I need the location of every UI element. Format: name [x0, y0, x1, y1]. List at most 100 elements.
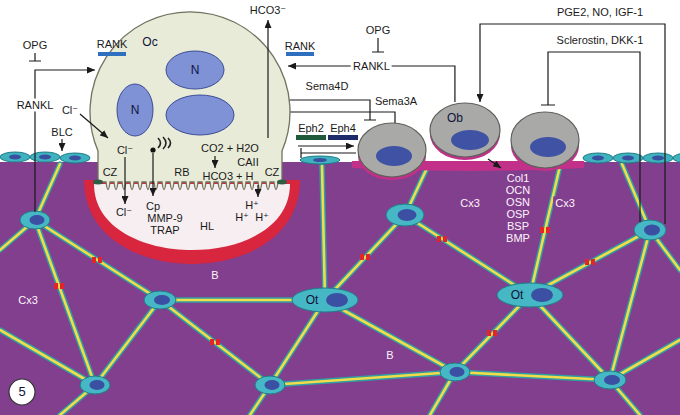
gap-junction — [366, 254, 370, 260]
canaliculus — [270, 300, 325, 385]
resorption-lacuna — [84, 180, 300, 264]
gap-junction — [98, 257, 102, 263]
gap-junction — [493, 330, 497, 336]
reaction-label: HCO3 + H — [202, 170, 253, 183]
zone-label: CZ — [265, 166, 280, 179]
clear-zone — [93, 180, 103, 185]
osteocyte-cell — [255, 376, 285, 394]
cell-label: BLC — [51, 126, 72, 139]
osteocyte-cell — [80, 376, 110, 394]
nucleus-shape — [117, 84, 153, 136]
canaliculus — [325, 215, 405, 300]
osteoblast-cell-shape — [430, 103, 500, 157]
canaliculus — [0, 164, 680, 415]
node-label: Ot — [306, 293, 319, 307]
transport-arrow — [214, 156, 215, 168]
transport-arrow — [124, 157, 125, 204]
bone-matrix — [0, 162, 680, 415]
canaliculus — [455, 372, 610, 380]
gap-junction — [585, 259, 589, 265]
receptor-label: Eph4 — [330, 122, 356, 135]
canaliculus — [530, 295, 610, 380]
canaliculus — [322, 166, 325, 300]
osteoblast-cell — [376, 146, 412, 166]
gap-junction — [54, 227, 595, 345]
nucleus: N — [116, 83, 154, 137]
lining-cell-nucleus — [622, 156, 634, 161]
osteocyte-cell — [594, 371, 626, 389]
osteocyte-cell: Ot — [496, 282, 564, 308]
node-label: Ob — [447, 111, 463, 125]
node-label: N — [131, 103, 140, 117]
lining-cell-nucleus — [313, 158, 327, 162]
gap-junction — [437, 236, 441, 242]
osteoblast-cell: Ob — [429, 102, 501, 162]
lining-cell — [613, 153, 643, 163]
lysosome — [150, 147, 155, 152]
gap-junction — [54, 283, 58, 289]
gap-junction — [546, 227, 550, 233]
lining-cell-nucleus — [69, 156, 81, 161]
canaliculus — [160, 300, 270, 385]
resorption-lacuna — [94, 184, 290, 250]
osteocyte-cell-shape — [497, 283, 563, 307]
connexin-label: Cx3 — [553, 197, 577, 210]
ion-label: Cl⁻ — [62, 104, 78, 117]
gap-junction — [540, 227, 544, 233]
gap-junction — [216, 339, 220, 345]
gap-junction — [360, 254, 364, 260]
osteocyte-cell-shape — [496, 282, 564, 308]
signal-label: Sema3A — [375, 95, 417, 108]
canaliculus — [325, 215, 405, 300]
canaliculus — [270, 372, 455, 385]
osteocyte-cell-shape — [291, 287, 359, 313]
lining-cell — [673, 153, 680, 163]
transport-arrow — [62, 20, 268, 204]
nucleus: N — [165, 50, 225, 90]
canaliculus — [455, 372, 610, 380]
osteocyte-cell-shape — [292, 288, 358, 312]
osteocyte-cell: Ot — [291, 287, 359, 313]
canaliculus — [95, 300, 160, 385]
edge-label: RANKL — [351, 60, 392, 73]
ephrin-bar — [328, 135, 358, 140]
canaliculus — [270, 300, 325, 385]
canaliculus — [325, 300, 455, 372]
signal-label: PGE2, NO, IGF-1 — [557, 6, 643, 19]
signal-label: Sema4D — [306, 80, 349, 93]
signal-line — [488, 159, 501, 168]
gap-junction — [487, 330, 491, 336]
osteocyte-cell — [644, 225, 660, 236]
osteocyte-cell — [154, 295, 170, 305]
osteocyte-cell — [80, 376, 110, 394]
osteocyte-cell — [20, 211, 50, 229]
signal-label: RANKL — [15, 99, 56, 112]
figure-number-shape — [9, 379, 35, 405]
canaliculus — [0, 330, 95, 385]
resorption-lacuna — [84, 180, 300, 264]
gap-junction — [591, 259, 595, 265]
lining-cell-nucleus — [39, 155, 51, 160]
osteoblast-cell — [530, 137, 566, 157]
canaliculus — [35, 220, 95, 385]
ion-label: H⁺ — [245, 199, 259, 212]
zone-label: RB — [174, 166, 189, 179]
signal-line — [29, 53, 41, 61]
signal-line — [286, 100, 376, 120]
canaliculus — [0, 164, 680, 415]
receptor-label: RANK — [285, 40, 316, 53]
transport-arrow — [80, 114, 108, 138]
gap-junction — [210, 339, 214, 345]
canaliculus — [270, 372, 455, 385]
nucleus — [166, 95, 234, 135]
canaliculus — [160, 300, 270, 385]
transport-arrow — [267, 20, 268, 138]
signal-line — [298, 145, 354, 146]
osteocyte-cell — [90, 380, 105, 390]
gap-junction — [92, 257, 96, 263]
node-label: N — [191, 63, 200, 77]
enzyme-label: MMP-9 — [147, 212, 182, 225]
osteoblast-cell — [511, 112, 579, 168]
osteocyte-cell — [398, 209, 417, 221]
